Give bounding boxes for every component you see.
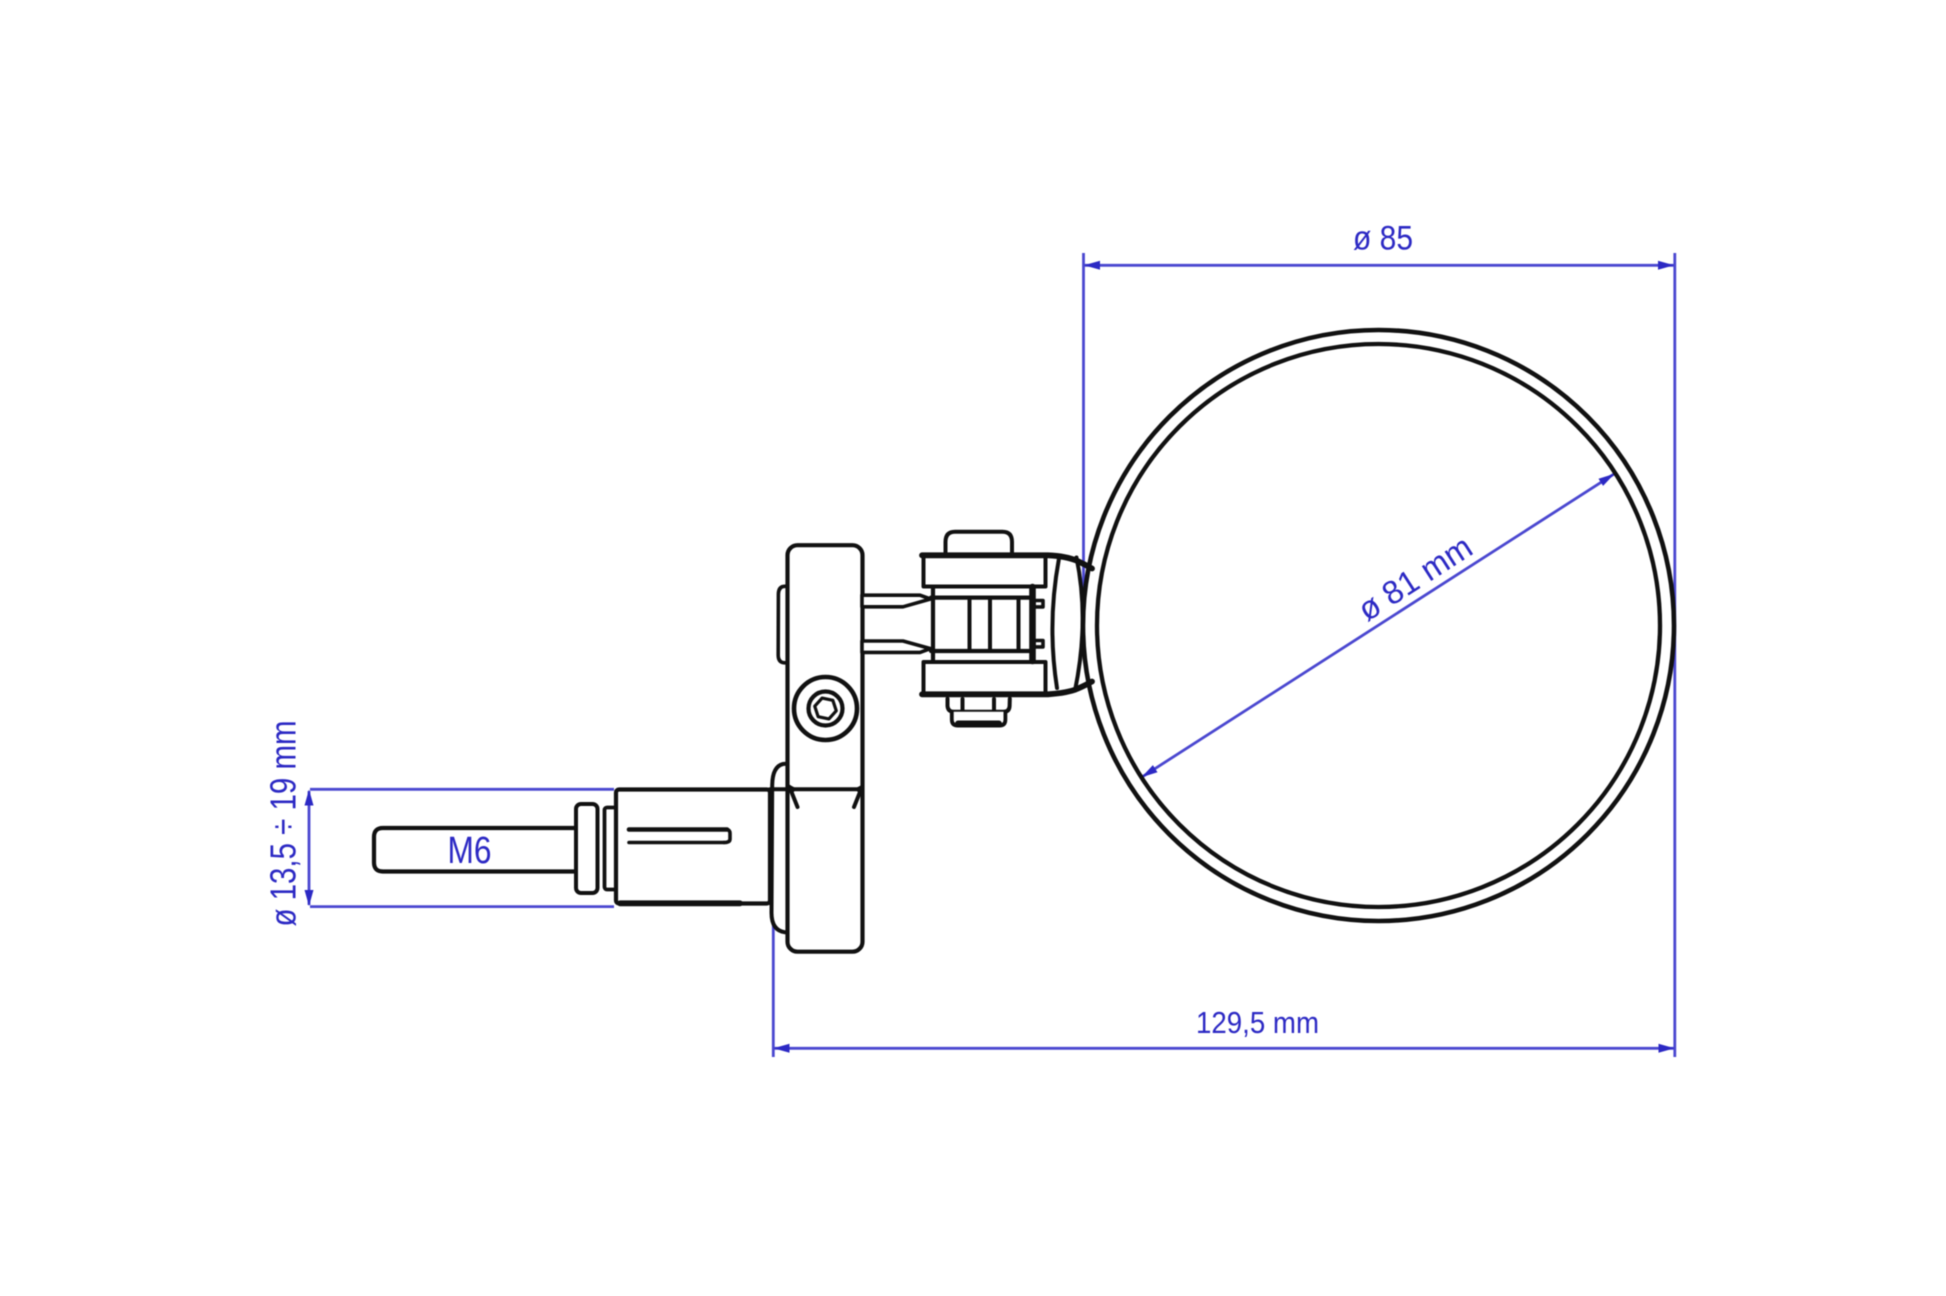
svg-text:ø 13,5 ÷ 19 mm: ø 13,5 ÷ 19 mm (263, 721, 304, 927)
svg-text:ø 85: ø 85 (1353, 220, 1413, 258)
svg-text:M6: M6 (448, 830, 492, 872)
svg-text:129,5 mm: 129,5 mm (1196, 1005, 1319, 1040)
